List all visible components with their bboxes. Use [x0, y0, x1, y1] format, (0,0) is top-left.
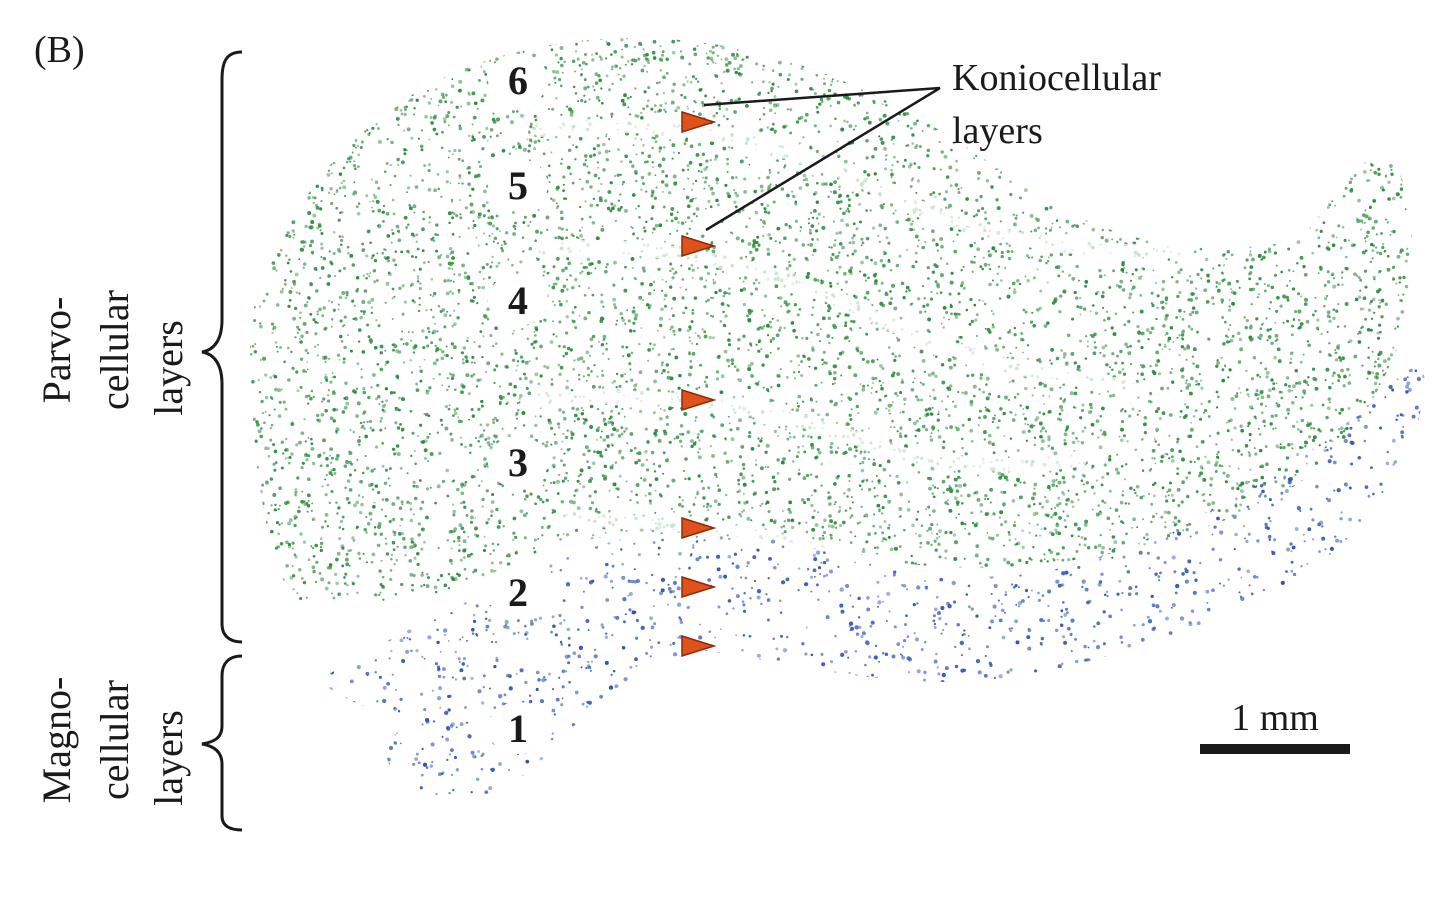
magnocellular-brace: [201, 654, 243, 832]
magnocellular-label: Magno-: [34, 677, 79, 804]
scale-bar: [1200, 744, 1350, 754]
koniocellular-marker-1: [681, 110, 717, 134]
callout-lines: [703, 86, 941, 232]
magnocellular-label-2: cellular: [92, 680, 137, 800]
parvocellular-brace: [201, 50, 243, 644]
parvocellular-label: Parvo-: [34, 297, 79, 404]
parvo-label-line1: Parvo-: [34, 297, 79, 404]
parvocellular-label-3: layers: [146, 320, 191, 416]
parvo-label-line2: cellular: [92, 290, 137, 410]
layer-number-6: 6: [508, 58, 528, 103]
callout-label-line1: Koniocellular: [952, 57, 1161, 99]
panel-label: (B): [34, 29, 85, 71]
parvocellular-label-2: cellular: [92, 290, 137, 410]
koniocellular-marker-4: [681, 516, 717, 540]
koniocellular-marker-5: [681, 575, 717, 599]
scale-bar-label: 1 mm: [1231, 697, 1319, 739]
koniocellular-marker-3: [681, 388, 717, 412]
layer-number-backgrounds: [488, 54, 548, 754]
callout-label-line2: layers: [952, 110, 1043, 152]
layer-number-5: 5: [508, 163, 528, 208]
magno-label-line1: Magno-: [34, 677, 79, 804]
layer-number-3: 3: [508, 440, 528, 485]
parvocellular-cell-cluster: [250, 37, 1412, 602]
layer-number-4: 4: [508, 278, 528, 323]
koniocellular-markers: [681, 110, 717, 658]
magno-label-line3: layers: [146, 710, 191, 806]
koniocellular-marker-2: [681, 234, 717, 258]
parvo-label-line3: layers: [146, 320, 191, 416]
koniocellular-marker-6: [681, 634, 717, 658]
layer-number-2: 2: [508, 570, 528, 615]
magnocellular-label-3: layers: [146, 710, 191, 806]
magno-label-line2: cellular: [92, 680, 137, 800]
layer-number-1: 1: [508, 706, 528, 751]
